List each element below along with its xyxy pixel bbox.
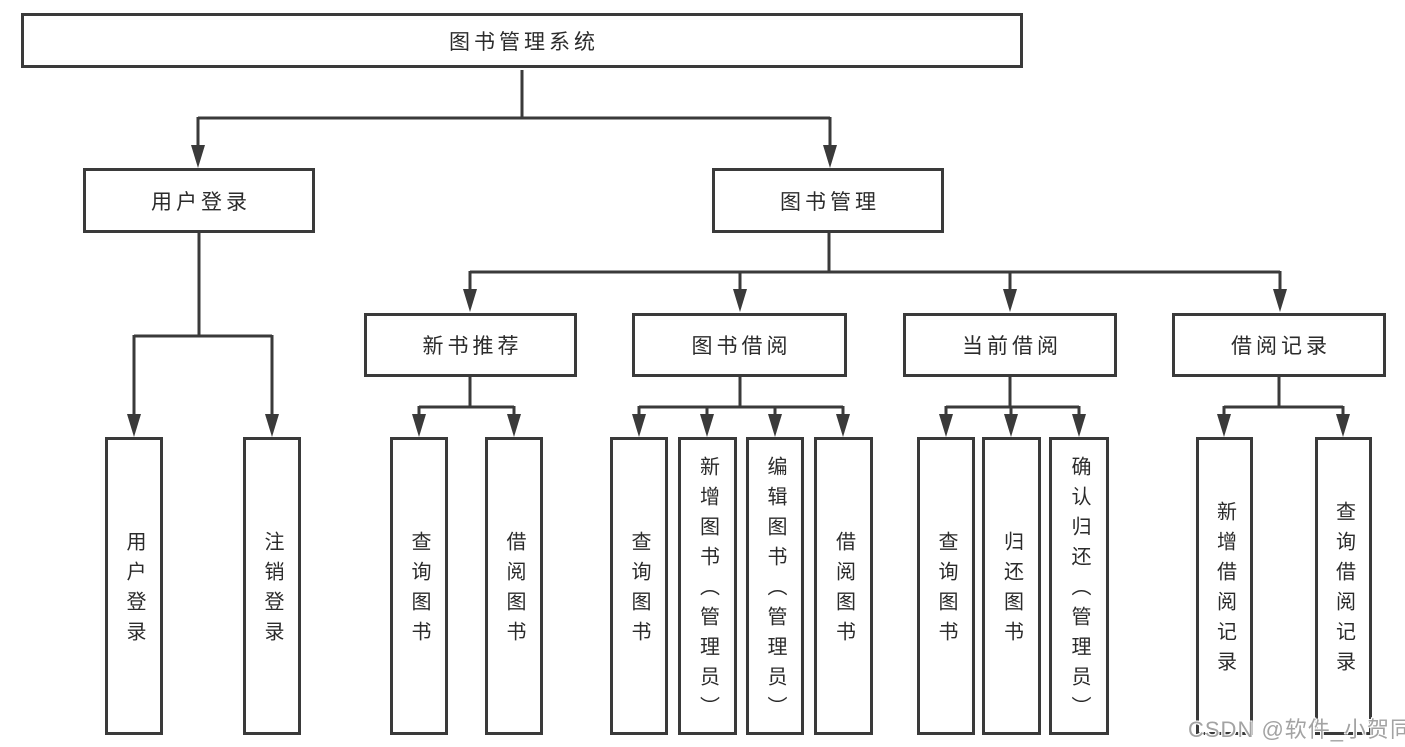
arrowhead-icon: [507, 414, 521, 437]
connector-new-book-children: [417, 377, 516, 420]
leaf-label: 查询图书: [408, 531, 430, 651]
arrowhead-icon: [1217, 414, 1231, 437]
arrowhead-icon: [700, 414, 714, 437]
arrowhead-icon: [768, 414, 782, 437]
leaf-label: 用户登录: [123, 531, 145, 651]
arrowhead-icon: [412, 414, 426, 437]
leaf-label: 借阅图书: [503, 531, 525, 651]
node-label: 图书管理系统: [449, 30, 599, 54]
leaf-label: 归还图书: [1000, 531, 1023, 651]
connector-book-borrow-children: [637, 377, 845, 420]
leaf-add-borrow-record: 新增借阅记录: [1196, 437, 1253, 735]
leaf-logout: 注销登录: [243, 437, 301, 735]
node-current-borrow: 当前借阅: [903, 313, 1117, 377]
leaf-query-books: 查询图书: [390, 437, 448, 735]
node-label: 图书管理: [780, 190, 880, 214]
leaf-confirm-return-admin: 确认归还（管理员）: [1049, 437, 1109, 735]
leaf-user-login: 用户登录: [105, 437, 163, 735]
leaf-query-books: 查询图书: [610, 437, 668, 735]
node-label: 用户登录: [151, 190, 251, 214]
connector-user-login-children: [132, 233, 274, 420]
leaf-query-books: 查询图书: [917, 437, 975, 735]
arrowhead-icon: [1003, 289, 1017, 312]
connector-root-to-level2: [196, 70, 832, 150]
leaf-label: 新增借阅记录: [1213, 501, 1236, 681]
leaf-borrow-book: 借阅图书: [814, 437, 873, 735]
connector-book-management-children: [468, 233, 1282, 295]
node-label: 新书推荐: [422, 335, 523, 358]
arrowhead-icon: [836, 414, 850, 437]
arrowhead-icon: [265, 414, 279, 437]
leaf-edit-book-admin: 编辑图书（管理员）: [746, 437, 804, 735]
node-new-book-recommend: 新书推荐: [364, 313, 577, 377]
arrowhead-icon: [632, 414, 646, 437]
leaf-label: 注销登录: [261, 531, 283, 651]
node-user-login: 用户登录: [83, 168, 315, 233]
arrowhead-icon: [1072, 414, 1086, 437]
leaf-label: 查询图书: [935, 531, 957, 651]
arrowhead-icon: [1273, 289, 1287, 312]
leaf-label: 借阅图书: [832, 531, 855, 651]
leaf-label: 新增图书（管理员）: [696, 456, 719, 726]
leaf-label: 编辑图书（管理员）: [764, 456, 786, 726]
leaf-query-borrow-record: 查询借阅记录: [1315, 437, 1372, 735]
connector-current-borrow-children: [944, 377, 1081, 420]
arrowhead-icon: [1004, 414, 1018, 437]
node-book-management: 图书管理: [712, 168, 944, 233]
connector-borrow-records-children: [1222, 377, 1345, 420]
leaf-label: 查询图书: [628, 531, 650, 651]
arrowhead-icon: [463, 289, 477, 312]
csdn-watermark: CSDN @软件_小贺同学: [1188, 717, 1405, 742]
leaf-label: 查询借阅记录: [1332, 501, 1355, 681]
arrowhead-icon: [191, 145, 205, 168]
node-borrow-records: 借阅记录: [1172, 313, 1386, 377]
leaf-label: 确认归还（管理员）: [1068, 456, 1090, 726]
node-label: 图书借阅: [691, 335, 792, 358]
node-label: 当前借阅: [962, 335, 1062, 358]
node-book-borrow: 图书借阅: [632, 313, 847, 377]
leaf-borrow-book: 借阅图书: [485, 437, 543, 735]
leaf-return-book: 归还图书: [982, 437, 1041, 735]
leaf-add-book-admin: 新增图书（管理员）: [678, 437, 737, 735]
arrowhead-icon: [939, 414, 953, 437]
arrowheads: [127, 145, 1350, 437]
node-library-management-system: 图书管理系统: [21, 13, 1023, 68]
arrowhead-icon: [127, 414, 141, 437]
arrowhead-icon: [733, 289, 747, 312]
arrowhead-icon: [823, 145, 837, 168]
node-label: 借阅记录: [1231, 335, 1331, 358]
arrowhead-icon: [1336, 414, 1350, 437]
